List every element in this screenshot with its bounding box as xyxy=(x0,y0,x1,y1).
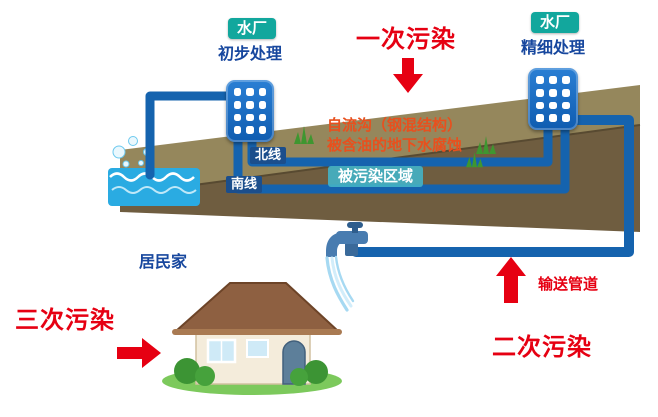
arrow-up-icon xyxy=(496,257,526,303)
tertiary-pollution-label: 三次污染 xyxy=(15,307,115,334)
plant-left-badge: 水厂 xyxy=(228,18,277,40)
primary-pollution-label: 一次污染 xyxy=(356,26,456,53)
pipeline-label: 输送管道 xyxy=(538,276,599,293)
secondary-pollution-label: 二次污染 xyxy=(492,334,592,361)
intake-pipe xyxy=(145,91,257,180)
plant-right-badge: 水厂 xyxy=(531,12,580,34)
plant-left-label: 初步处理 xyxy=(218,46,283,63)
plant-right-label: 精细处理 xyxy=(521,40,586,57)
house-icon xyxy=(162,282,342,395)
polluted-area-badge: 被污染区域 xyxy=(328,166,424,188)
arrow-down-icon xyxy=(393,58,423,93)
transport-pipe xyxy=(351,115,634,257)
plant-tuft-icon xyxy=(294,126,496,168)
arrow-right-icon xyxy=(117,338,161,368)
water-plant-icon-right xyxy=(528,68,578,130)
faucet-icon xyxy=(325,222,368,312)
channel-desc-line2: 被含油的地下水腐蚀 xyxy=(327,137,463,154)
south-line-label: 南线 xyxy=(226,176,263,193)
pollution-arrows xyxy=(117,58,526,368)
north-line-label: 北线 xyxy=(250,147,287,164)
channel-desc-line1: 自流沟（钢混结构） xyxy=(327,117,463,134)
resident-home-label: 居民家 xyxy=(139,254,188,271)
south-line-pipe xyxy=(233,121,570,194)
water-plant-icon-left xyxy=(226,80,274,142)
